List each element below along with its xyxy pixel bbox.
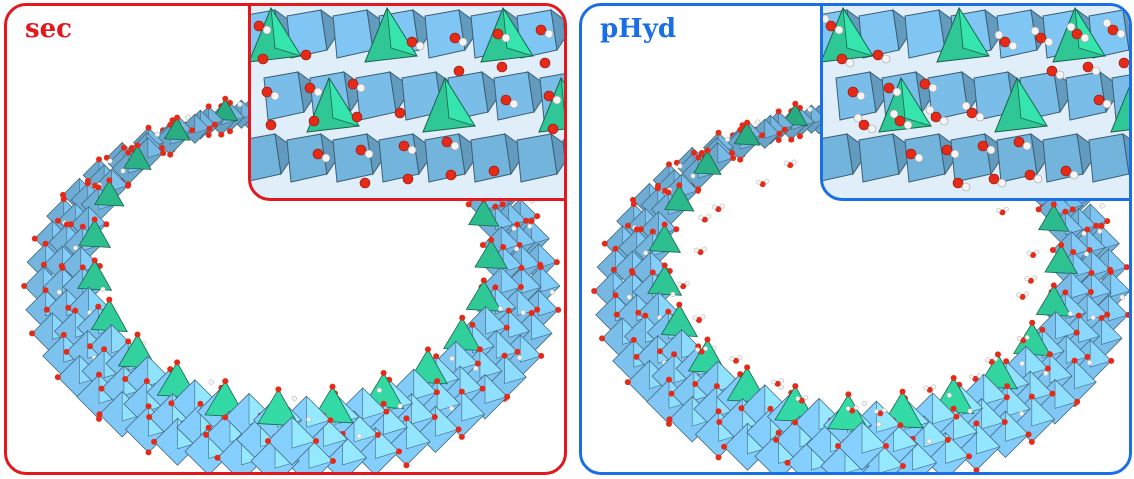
panel-label-sec: sec [25,14,73,44]
phyd-panel: pHyd [579,3,1132,475]
zoom-inset-image-sec [251,6,564,189]
panel-label-phyd: pHyd [600,14,677,44]
zoom-inset-image-phyd [823,6,1129,192]
zoom-inset-sec [248,6,564,201]
sec-panel: sec [4,3,567,475]
zoom-inset-phyd [820,6,1129,201]
